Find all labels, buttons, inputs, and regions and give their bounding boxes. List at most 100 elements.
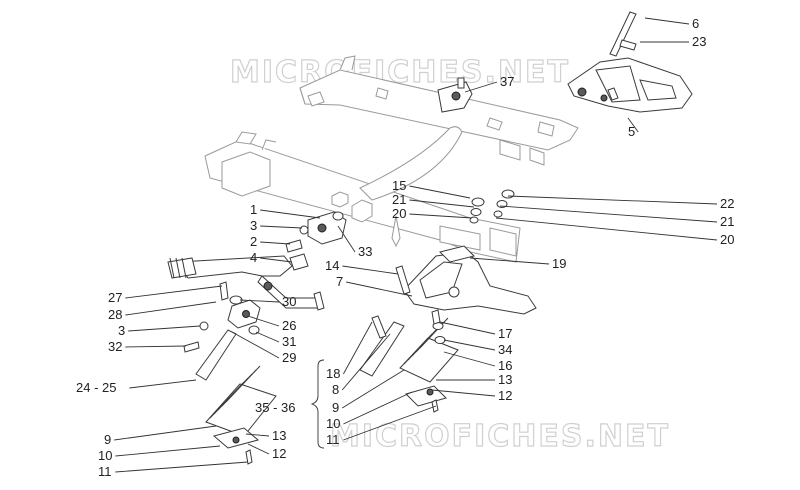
part-label-l5: 5 bbox=[628, 124, 635, 139]
upper-frame-rail bbox=[299, 55, 579, 166]
pivot-plate-19 bbox=[439, 245, 475, 263]
leader-line-l13b bbox=[245, 433, 270, 437]
leader-line-l10a bbox=[343, 391, 413, 425]
part-label-l13a: 13 bbox=[498, 372, 512, 387]
gear-lever bbox=[167, 255, 325, 311]
part-label-l11b: 11 bbox=[98, 464, 112, 479]
leader-line-l18 bbox=[343, 321, 373, 375]
leader-line-l28 bbox=[125, 301, 217, 316]
leader-line-l37 bbox=[464, 81, 498, 93]
part-label-l1: 1 bbox=[250, 202, 257, 217]
part-label-l2425: 24 - 25 bbox=[76, 380, 116, 395]
upper-bracket-5 bbox=[567, 57, 693, 113]
leader-line-l5 bbox=[627, 117, 639, 133]
leader-line-l17 bbox=[439, 321, 496, 335]
part-label-l34: 34 bbox=[498, 342, 512, 357]
bolt-6 bbox=[609, 11, 637, 57]
part-label-l2: 2 bbox=[250, 234, 257, 249]
leader-line-l1 bbox=[260, 209, 321, 219]
part-label-l16: 16 bbox=[498, 358, 512, 373]
group-brace-right bbox=[310, 359, 325, 449]
part-label-l18: 18 bbox=[326, 366, 340, 381]
leader-line-l16 bbox=[443, 351, 496, 367]
left-footrest-stem-24-25 bbox=[195, 329, 277, 465]
leader-line-l31 bbox=[255, 331, 280, 343]
part-label-l15: 15 bbox=[392, 178, 406, 193]
leader-line-l3b bbox=[128, 325, 201, 332]
leader-line-l21a bbox=[409, 199, 475, 208]
pin-23 bbox=[619, 39, 637, 51]
part-label-l4: 4 bbox=[250, 250, 257, 265]
part-label-l21a: 21 bbox=[392, 192, 406, 207]
linkage-26 bbox=[183, 281, 261, 353]
lower-frame-rail bbox=[204, 126, 521, 263]
part-label-l21b: 21 bbox=[720, 214, 734, 229]
part-label-l10a: 10 bbox=[326, 416, 340, 431]
leader-line-l9b bbox=[114, 425, 217, 441]
leader-lines bbox=[114, 17, 718, 473]
part-label-l20b: 20 bbox=[720, 232, 734, 247]
watermark-bottom: MICROFICHES.NET bbox=[330, 419, 670, 454]
part-label-l37: 37 bbox=[500, 74, 514, 89]
part-label-l14: 14 bbox=[325, 258, 339, 273]
leader-line-l34 bbox=[443, 339, 496, 351]
leader-line-l11b bbox=[115, 461, 249, 473]
part-label-l33: 33 bbox=[358, 244, 372, 259]
leader-line-l21b bbox=[499, 205, 718, 223]
part-label-l12b: 12 bbox=[272, 446, 286, 461]
leader-line-l8 bbox=[341, 333, 391, 391]
part-label-l9a: 9 bbox=[332, 400, 339, 415]
washer-stack-left bbox=[469, 197, 485, 224]
leader-line-l26 bbox=[247, 315, 280, 327]
part-label-l28: 28 bbox=[108, 307, 122, 322]
leader-line-l27 bbox=[125, 285, 223, 299]
leader-line-l12b bbox=[247, 443, 270, 455]
leader-line-l14 bbox=[342, 265, 399, 275]
leader-line-l11a bbox=[343, 405, 437, 441]
leader-line-l2425 bbox=[129, 379, 197, 389]
leader-line-l2 bbox=[260, 241, 291, 245]
leader-line-l22 bbox=[507, 195, 718, 205]
watermark-top: MICROFICHES.NET bbox=[230, 55, 570, 90]
part-label-l11a: 11 bbox=[326, 432, 340, 447]
leader-line-l9a bbox=[341, 369, 405, 409]
damper-mount-37 bbox=[437, 77, 473, 113]
leader-line-l29 bbox=[231, 331, 280, 359]
part-label-l3a: 3 bbox=[250, 218, 257, 233]
part-label-l30: 30 bbox=[282, 294, 296, 309]
right-footrest-stem-8 bbox=[359, 309, 459, 413]
part-label-l6: 6 bbox=[692, 16, 699, 31]
leader-line-l3a bbox=[260, 225, 303, 229]
part-label-l3b: 3 bbox=[118, 323, 125, 338]
part-label-l10b: 10 bbox=[98, 448, 112, 463]
part-label-l26: 26 bbox=[282, 318, 296, 333]
part-label-l20a: 20 bbox=[392, 206, 406, 221]
leader-line-l15 bbox=[409, 185, 471, 199]
part-label-l31: 31 bbox=[282, 334, 296, 349]
part-label-l7: 7 bbox=[336, 274, 343, 289]
part-label-l27: 27 bbox=[108, 290, 122, 305]
leader-line-l33 bbox=[337, 225, 356, 253]
part-label-l17: 17 bbox=[498, 326, 512, 341]
footrest-mount-left bbox=[285, 211, 347, 271]
part-label-l13b: 13 bbox=[272, 428, 286, 443]
leader-line-l12a bbox=[431, 389, 496, 397]
part-label-l22: 22 bbox=[720, 196, 734, 211]
leader-line-l20b bbox=[495, 217, 718, 241]
leader-line-l4 bbox=[260, 257, 293, 263]
part-label-l3536: 35 - 36 bbox=[255, 400, 295, 415]
leader-line-l20a bbox=[409, 213, 473, 219]
part-label-l19: 19 bbox=[552, 256, 566, 271]
leader-line-l30 bbox=[239, 299, 280, 303]
part-label-l32: 32 bbox=[108, 339, 122, 354]
part-label-l9b: 9 bbox=[104, 432, 111, 447]
part-label-l23: 23 bbox=[692, 34, 706, 49]
washer-stack-right bbox=[493, 189, 515, 218]
leader-line-l32 bbox=[125, 345, 187, 348]
leader-line-l10b bbox=[115, 445, 221, 457]
part-label-l12a: 12 bbox=[498, 388, 512, 403]
leader-line-l19 bbox=[469, 257, 550, 265]
